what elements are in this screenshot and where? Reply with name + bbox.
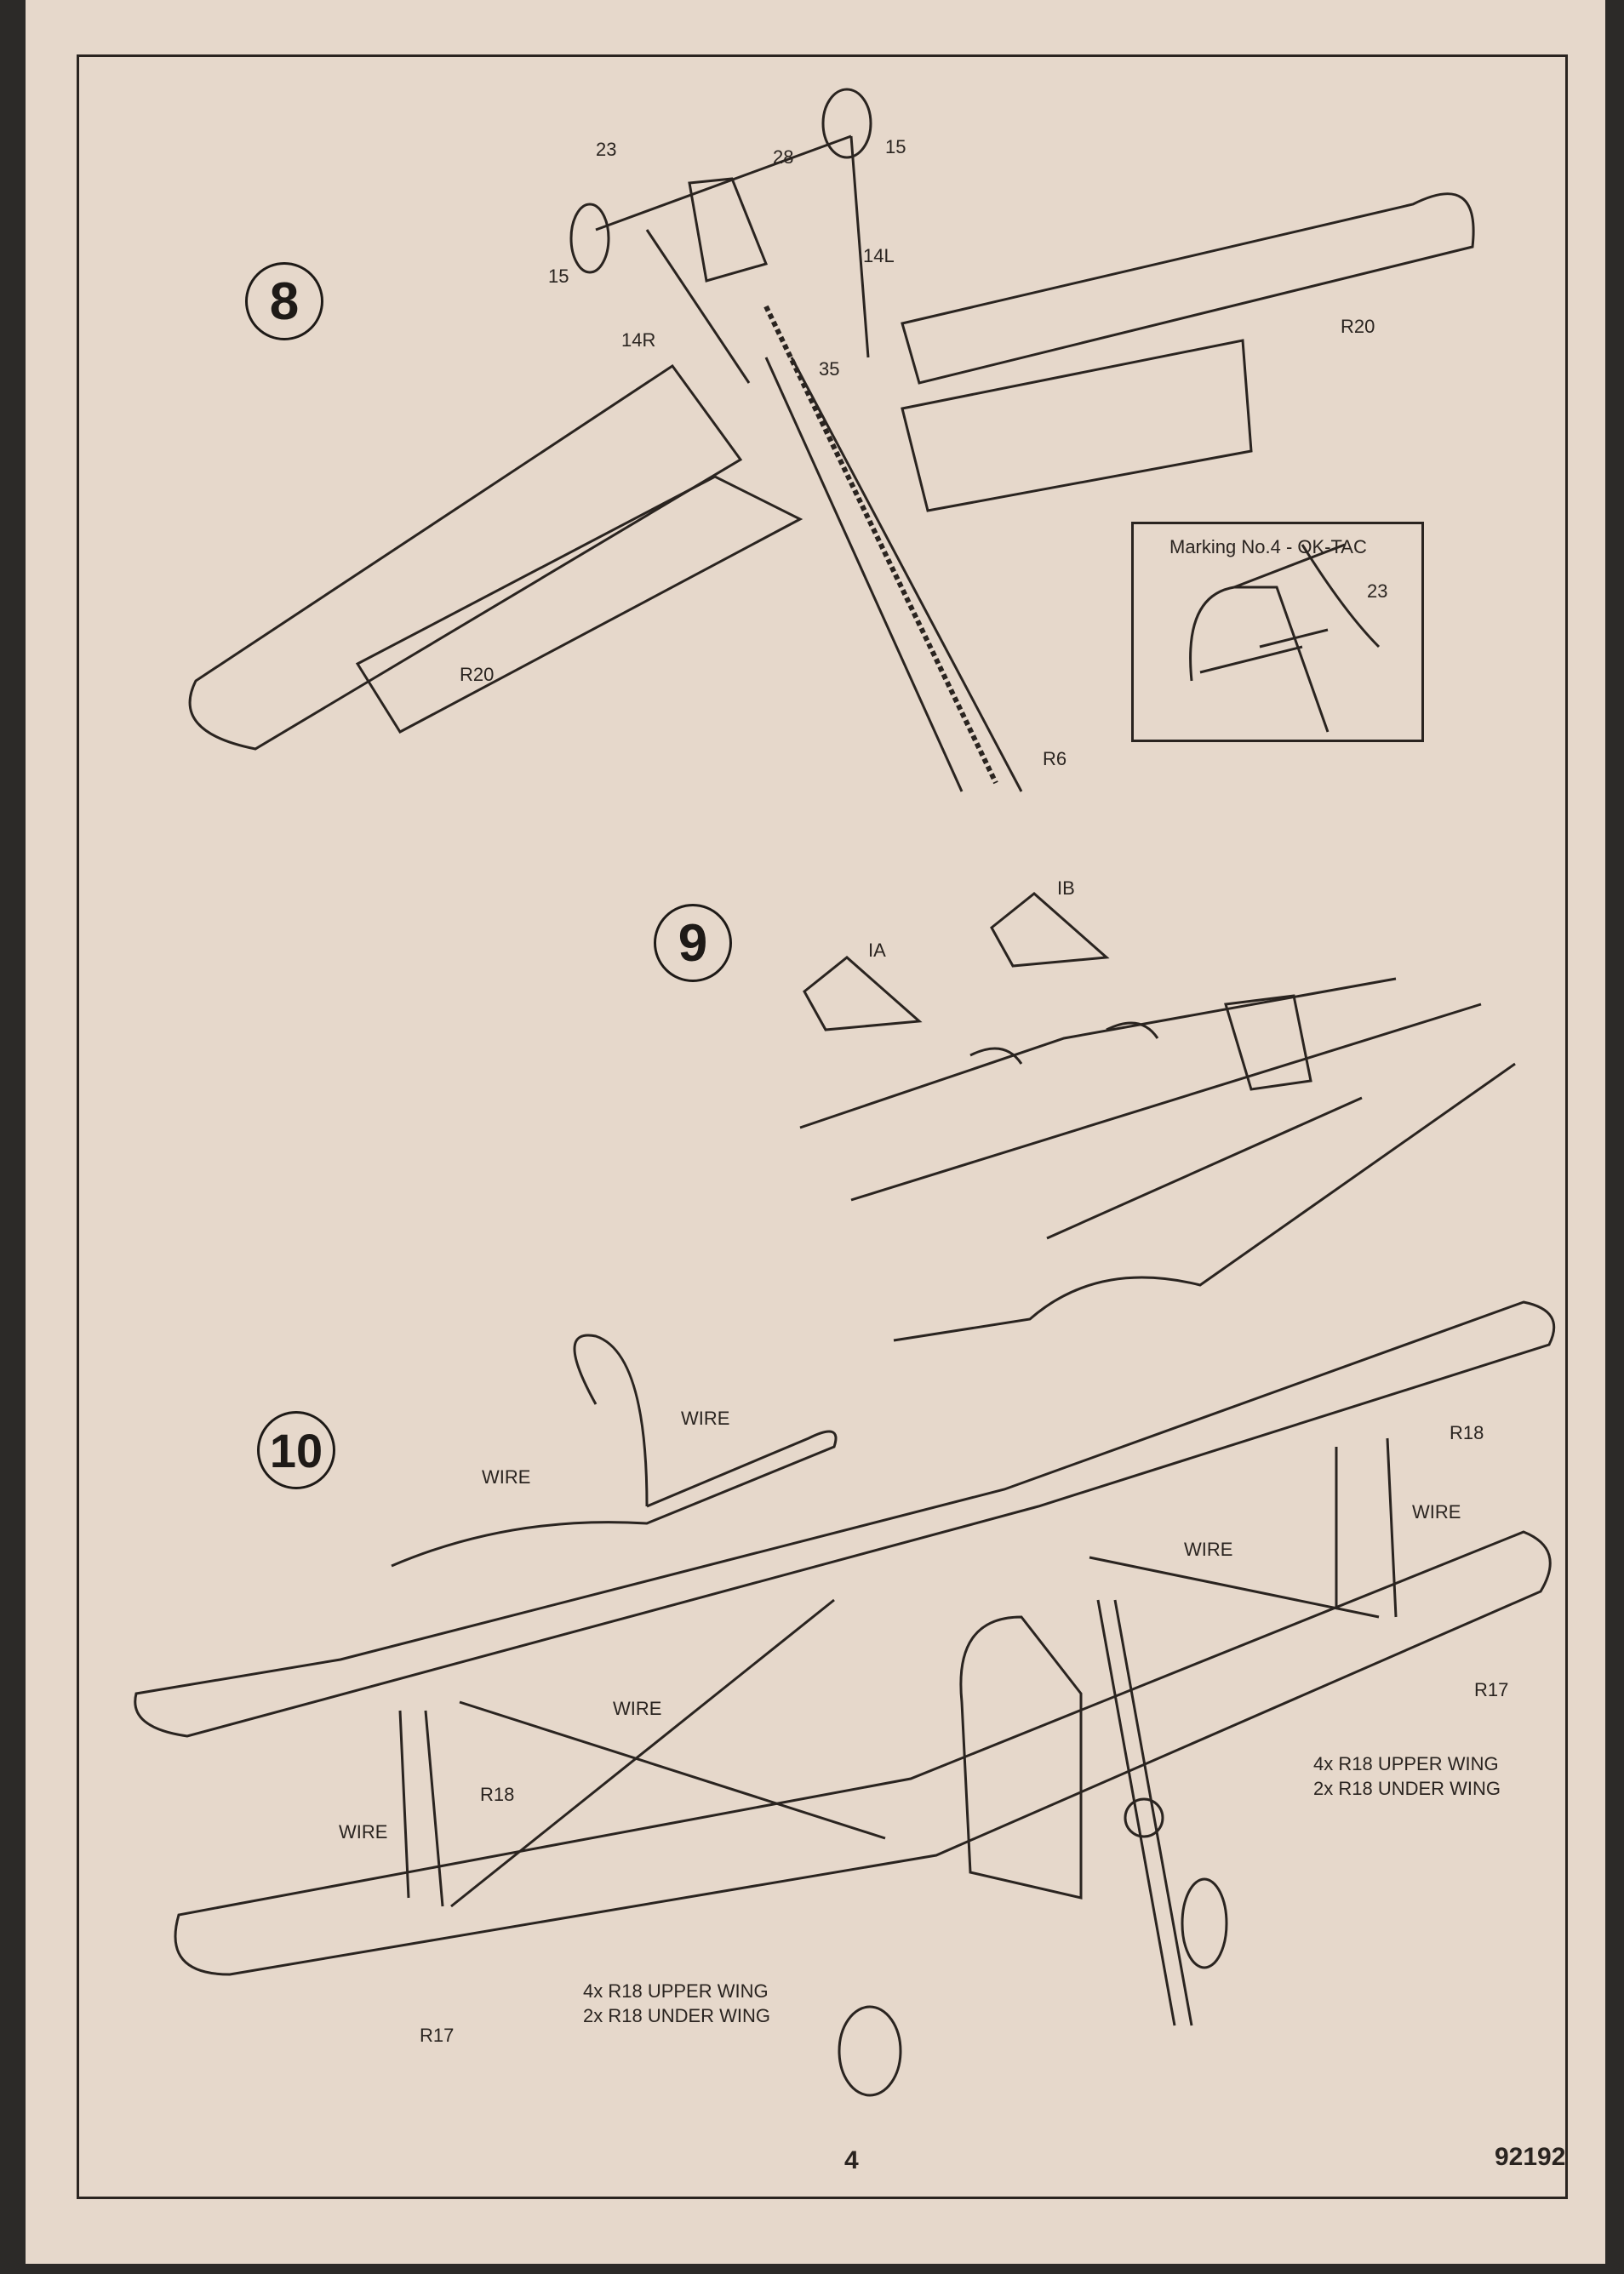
part-label: 35: [819, 358, 840, 380]
wire-label: WIRE: [339, 1821, 388, 1843]
wire-label: WIRE: [613, 1698, 662, 1719]
step-8-badge: 8: [245, 262, 323, 340]
instruction-sheet: [26, 0, 1605, 2264]
part-label: R20: [460, 664, 495, 685]
wire-label: WIRE: [1184, 1539, 1233, 1560]
part-label: R6: [1043, 748, 1067, 769]
step8-wing-drawing: [188, 88, 1475, 792]
part-label: R17: [1474, 1679, 1509, 1700]
part-label: 23: [596, 139, 617, 160]
note-line: 4x R18 UPPER WING: [583, 1980, 769, 2002]
part-label: IA: [868, 940, 886, 961]
part-label: 23: [1367, 580, 1388, 602]
step9-fuselage-drawing: [799, 892, 1516, 1342]
wire-label: WIRE: [681, 1408, 730, 1429]
page-number: 4: [844, 2146, 859, 2174]
part-label: R17: [420, 2025, 455, 2046]
note-line: 2x R18 UNDER WING: [1313, 1778, 1501, 1799]
note-line: 2x R18 UNDER WING: [583, 2005, 771, 2026]
note-line: 4x R18 UPPER WING: [1313, 1753, 1499, 1774]
wire-label: WIRE: [482, 1466, 531, 1488]
part-label: R18: [1450, 1422, 1484, 1443]
step-10-badge: 10: [257, 1411, 335, 1489]
part-label: 15: [548, 266, 569, 287]
marking-inset: Marking No.4 - OK-TAC 23: [1131, 522, 1424, 742]
part-label: 14L: [863, 245, 895, 266]
step10-biplane-drawing: [134, 1300, 1556, 2097]
part-label: 14R: [621, 329, 656, 351]
part-label: IB: [1057, 877, 1075, 899]
part-label: R20: [1341, 316, 1375, 337]
step-9-badge: 9: [654, 904, 732, 982]
inset-title: Marking No.4 - OK-TAC: [1169, 536, 1367, 557]
wire-label: WIRE: [1412, 1501, 1461, 1523]
part-label: 15: [885, 136, 906, 157]
page-border: [77, 54, 1568, 2199]
part-label: 28: [773, 146, 794, 168]
kit-code: 92192: [1495, 2143, 1566, 2171]
part-label: R18: [480, 1784, 515, 1805]
step8-inset-drawing: [1189, 543, 1381, 733]
